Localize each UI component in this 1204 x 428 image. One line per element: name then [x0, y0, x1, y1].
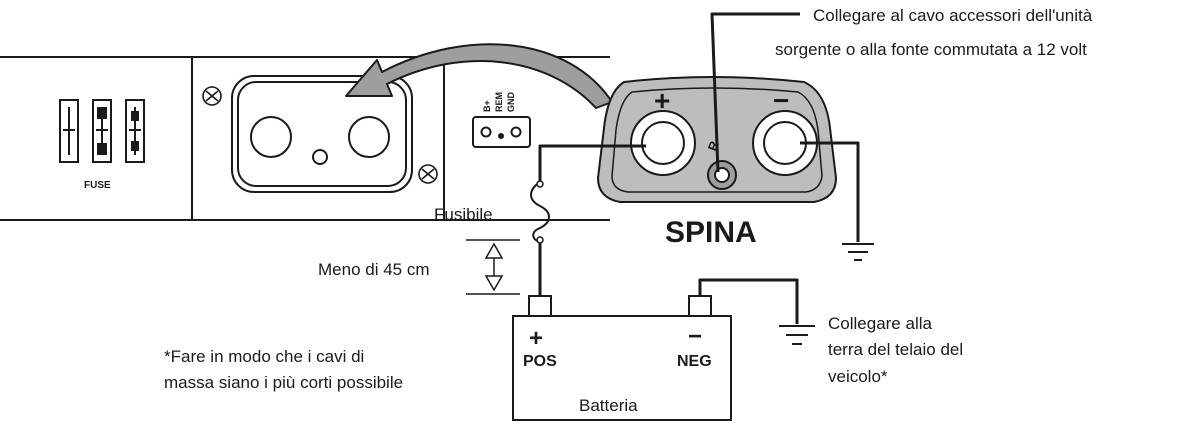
terminal-label-b: B+: [482, 100, 492, 112]
fuse-end: [536, 180, 544, 188]
insert-arrow: [345, 43, 613, 109]
screw-icon: [418, 164, 438, 184]
ground-symbol-chassis: [779, 325, 815, 345]
plug-plus-sign: +: [654, 85, 670, 116]
terminal-label-gnd: GND: [506, 92, 516, 113]
fuse-label: Fusibile: [434, 205, 493, 224]
screw-icon: [202, 86, 222, 106]
battery-pos-label: POS: [523, 353, 557, 370]
battery-minus-sign: −: [688, 323, 702, 350]
fuse-symbol: [530, 181, 550, 243]
plug-minus-sign: −: [773, 85, 789, 116]
accessory-label-line2: sorgente o alla fonte commutata a 12 vol…: [775, 40, 1087, 59]
fuse-block: [59, 99, 145, 163]
distance-dimension: [466, 239, 520, 295]
chassis-label-line2: terra del telaio del: [828, 340, 964, 359]
terminal-label-rem: REM: [494, 92, 504, 112]
note-line2: massa siano i più corti possibile: [164, 373, 404, 392]
ground-symbol-plug: [842, 243, 874, 261]
power-terminal-block: [472, 116, 531, 148]
chassis-label-line1: Collegare alla: [828, 314, 932, 333]
fuse-block-label: FUSE: [84, 180, 111, 191]
battery-label: Batteria: [579, 396, 638, 415]
fuse-end: [536, 236, 544, 244]
note-line1: *Fare in modo che i cavi di: [164, 347, 365, 366]
accessory-label-line1: Collegare al cavo accessori dell'unità: [813, 6, 1093, 25]
battery: [512, 295, 732, 421]
plug-name: SPINA: [665, 216, 757, 249]
battery-neg-label: NEG: [677, 353, 712, 370]
battery-plus-sign: +: [529, 325, 543, 352]
wires: [538, 12, 860, 324]
distance-label: Meno di 45 cm: [318, 260, 430, 279]
chassis-label-line3: veicolo*: [828, 367, 888, 386]
connector-socket: [231, 75, 413, 193]
